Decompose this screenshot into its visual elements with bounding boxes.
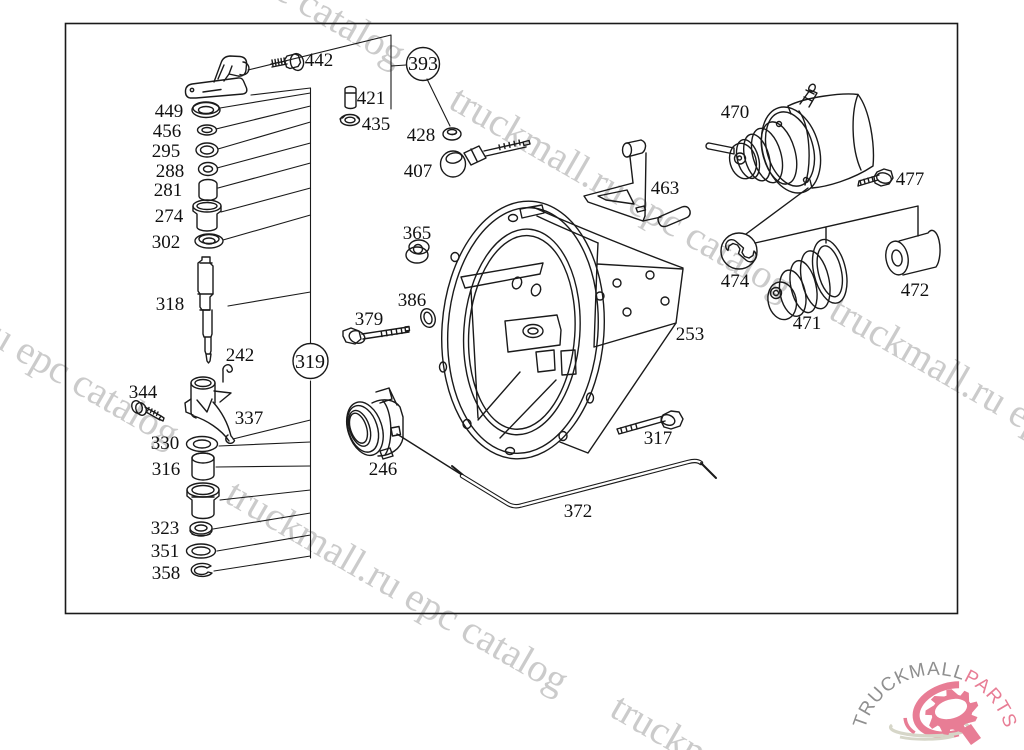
svg-text:358: 358 — [152, 563, 181, 584]
svg-text:318: 318 — [156, 294, 185, 315]
svg-text:428: 428 — [407, 125, 436, 146]
svg-text:319: 319 — [295, 351, 325, 373]
svg-text:281: 281 — [154, 180, 183, 201]
svg-text:372: 372 — [564, 501, 593, 522]
svg-text:463: 463 — [651, 178, 680, 199]
svg-text:351: 351 — [151, 541, 180, 562]
svg-text:253: 253 — [676, 324, 705, 345]
svg-text:379: 379 — [355, 309, 384, 330]
svg-text:316: 316 — [152, 459, 181, 480]
svg-text:365: 365 — [403, 223, 432, 244]
svg-text:246: 246 — [369, 459, 398, 480]
svg-text:477: 477 — [896, 169, 925, 190]
svg-text:295: 295 — [152, 141, 181, 162]
svg-text:323: 323 — [151, 518, 180, 539]
svg-text:407: 407 — [404, 161, 433, 182]
svg-text:442: 442 — [305, 50, 334, 71]
svg-text:386: 386 — [398, 290, 427, 311]
svg-text:435: 435 — [362, 114, 391, 135]
svg-text:393: 393 — [408, 53, 438, 75]
svg-text:274: 274 — [155, 206, 184, 227]
svg-text:242: 242 — [226, 345, 255, 366]
svg-text:449: 449 — [155, 101, 184, 122]
svg-text:302: 302 — [152, 232, 181, 253]
svg-text:317: 317 — [644, 428, 673, 449]
svg-text:456: 456 — [153, 121, 182, 142]
svg-text:471: 471 — [793, 313, 822, 334]
svg-text:472: 472 — [901, 280, 930, 301]
svg-text:288: 288 — [156, 161, 185, 182]
svg-text:337: 337 — [235, 408, 264, 429]
svg-text:421: 421 — [357, 88, 386, 109]
svg-text:344: 344 — [129, 382, 158, 403]
svg-text:474: 474 — [721, 271, 750, 292]
svg-text:330: 330 — [151, 433, 180, 454]
svg-text:470: 470 — [721, 102, 750, 123]
